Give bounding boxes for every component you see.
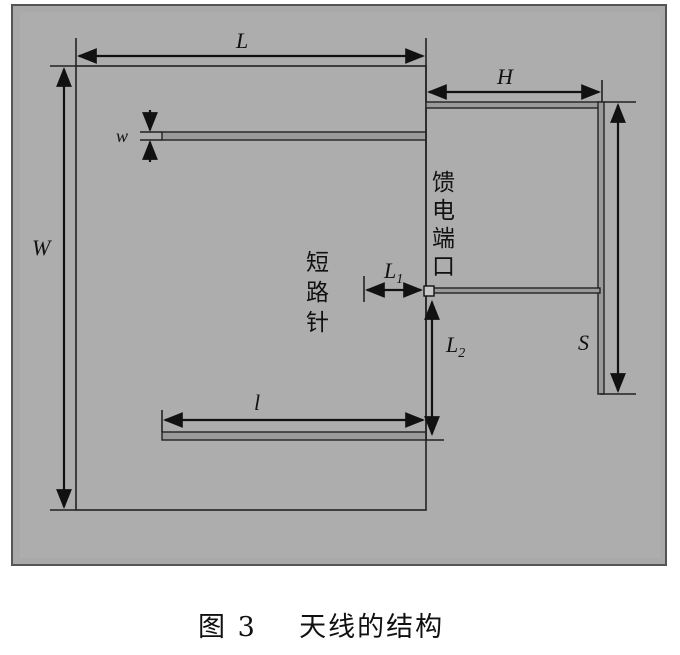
svg-text:电: 电 (432, 198, 455, 224)
S-label: S (578, 330, 589, 355)
w-label: w (116, 126, 128, 146)
l-strip (161, 431, 427, 441)
L-label: L (235, 28, 248, 53)
panel-inner-shade (20, 12, 660, 558)
h-top-strip (425, 101, 603, 109)
svg-text:路: 路 (306, 280, 329, 306)
L2-label: L2 (445, 332, 465, 361)
L1-label: L1 (383, 258, 403, 287)
s-vertical-strip (597, 101, 605, 395)
l-label: l (254, 390, 260, 415)
svg-text:针: 针 (306, 310, 329, 336)
svg-text:馈: 馈 (432, 170, 455, 196)
figure-caption: 图 3 天线的结构 (198, 612, 444, 643)
H-label: H (496, 64, 514, 89)
shorting-pin-label: 短 路 针 (306, 250, 329, 336)
feed-port-label: 馈 电 端 口 (432, 170, 455, 280)
svg-text:短: 短 (306, 250, 329, 276)
svg-text:口: 口 (432, 254, 455, 280)
W-label: W (32, 235, 52, 260)
feed-strip (429, 287, 601, 294)
feed-port-square (423, 285, 435, 297)
svg-text:端: 端 (432, 226, 455, 252)
w-strip (161, 131, 427, 141)
